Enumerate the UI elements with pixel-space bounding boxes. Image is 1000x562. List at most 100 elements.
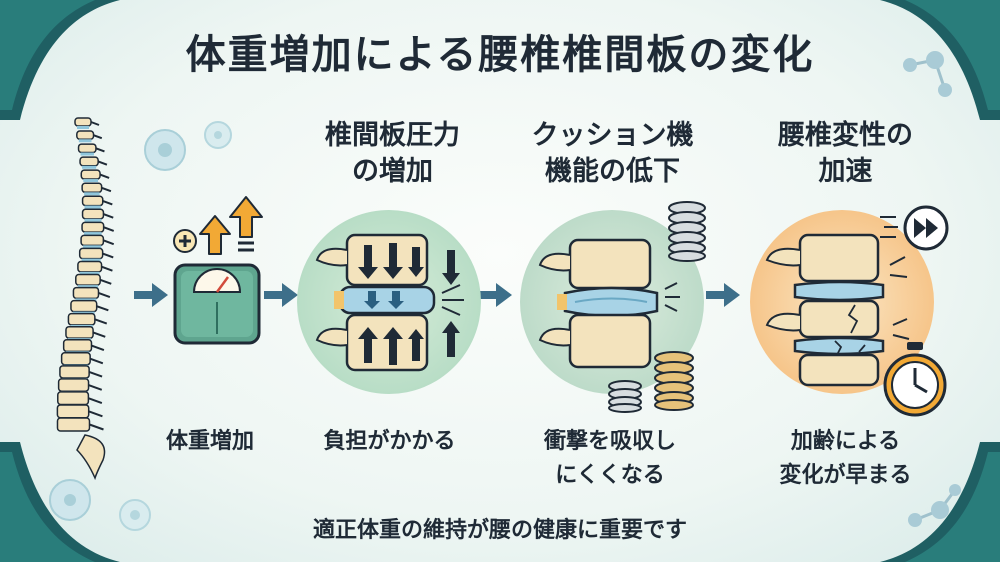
vertebra-process	[103, 239, 115, 246]
vertebra	[81, 221, 105, 233]
vertebra	[81, 195, 104, 207]
vertebra-process	[101, 186, 112, 193]
vertebra	[60, 352, 91, 366]
crack-icon	[834, 304, 866, 356]
vertebra	[56, 404, 90, 419]
vertebra	[57, 391, 90, 406]
vertebra-process	[99, 278, 112, 285]
vertebra-process	[89, 423, 104, 431]
up-arrow-icon	[229, 196, 263, 252]
spine-disc	[83, 179, 99, 183]
vertebra-process	[93, 134, 103, 140]
vertebra	[56, 417, 91, 432]
vertebra	[77, 143, 97, 154]
flow-arrow-icon	[134, 283, 168, 307]
vertebra-process	[99, 173, 110, 179]
spring-icon	[608, 380, 642, 413]
compression-arrow-icon	[358, 243, 424, 365]
fast-forward-icon	[880, 205, 949, 251]
compression-arrow-icon	[442, 250, 460, 357]
vertebra-process	[97, 160, 108, 166]
disc-pressure-illustration	[297, 210, 481, 394]
spring-icon	[654, 351, 694, 411]
step-4-title-line2: 加速	[818, 156, 873, 187]
vertebra-process	[98, 292, 111, 299]
spring-icon	[668, 201, 706, 262]
vertebra	[74, 117, 92, 127]
cell-icon	[49, 479, 151, 531]
corner-decoration-top-right	[880, 0, 1000, 120]
vertebra-process	[88, 370, 103, 378]
vertebra-process	[90, 121, 100, 126]
stopwatch-icon	[883, 342, 947, 417]
vertebra	[67, 312, 96, 326]
spine-disc	[77, 285, 99, 289]
footer-note: 適正体重の維持が腰の健康に重要です	[312, 518, 687, 543]
flow-arrow-icon	[706, 283, 740, 307]
vertebra-process	[102, 199, 113, 206]
vertebra-process	[92, 331, 106, 338]
vertebra-process	[95, 147, 105, 153]
scale-icon	[173, 263, 261, 345]
spine-disc	[84, 205, 101, 209]
up-arrow-icon	[199, 215, 231, 255]
step-3-title-line2: 機能の低下	[545, 156, 680, 187]
vertebra-process	[96, 305, 109, 312]
vertebra	[80, 234, 105, 247]
spine-disc	[81, 258, 101, 262]
spine-disc	[82, 165, 97, 169]
vertebra-process	[88, 397, 103, 404]
vertebra	[79, 156, 99, 167]
sacrum	[76, 434, 106, 481]
vertebra	[65, 325, 94, 339]
cushion-loss-illustration	[520, 210, 704, 394]
vertebra-process	[89, 357, 104, 365]
vertebra-process	[91, 344, 105, 352]
step-2-title-line1: 椎間板圧力	[325, 120, 460, 151]
page-title: 体重増加による腰椎椎間板の変化	[185, 32, 815, 78]
vertebra-process	[94, 318, 108, 325]
vertebra	[78, 247, 104, 260]
spine-disc	[78, 139, 92, 143]
spine-disc	[80, 152, 94, 156]
vertebra-process	[103, 226, 115, 232]
vertebra-process	[102, 252, 114, 259]
vertebra	[70, 299, 98, 313]
step-4-label-line1: 加齢による	[790, 429, 901, 454]
step-3-label-line2: にくくなる	[555, 463, 665, 488]
vertebra	[59, 365, 90, 379]
corner-decoration-bottom-left	[0, 442, 120, 562]
plus-icon	[173, 229, 197, 253]
spine-disc	[79, 271, 100, 275]
vertebra	[75, 273, 101, 286]
flow-arrow-icon	[478, 283, 512, 307]
degeneration-illustration	[750, 210, 934, 394]
step-4-label-line2: 変化が早まる	[779, 463, 912, 488]
step-3-label-line1: 衝撃を吸収し	[543, 429, 676, 454]
spine-disc	[84, 218, 102, 222]
vertebra-process	[103, 213, 114, 219]
step-1-label: 体重増加	[165, 429, 254, 454]
step-3-title-line1: クッション機	[531, 120, 694, 151]
spine-icon	[56, 117, 115, 481]
vertebra	[57, 378, 90, 392]
molecule-icon	[908, 484, 961, 527]
spine-disc	[77, 126, 89, 129]
vertebra-process	[101, 265, 113, 272]
spine-disc	[83, 245, 102, 249]
vertebra	[81, 208, 105, 220]
cell-icon	[144, 121, 232, 171]
step-4-title-line1: 腰椎変性の	[778, 120, 913, 151]
corner-decoration-bottom-right	[880, 442, 1000, 562]
vertebra	[72, 286, 100, 300]
corner-decoration-top-left	[0, 0, 120, 120]
vertebra	[62, 338, 93, 353]
vertebra-process	[88, 384, 103, 391]
vertebra	[80, 169, 101, 180]
vertebra	[81, 182, 103, 194]
flow-arrow-icon	[264, 283, 298, 307]
spine-disc	[84, 192, 100, 196]
vertebra	[77, 260, 103, 273]
vertebra-process	[88, 410, 103, 418]
